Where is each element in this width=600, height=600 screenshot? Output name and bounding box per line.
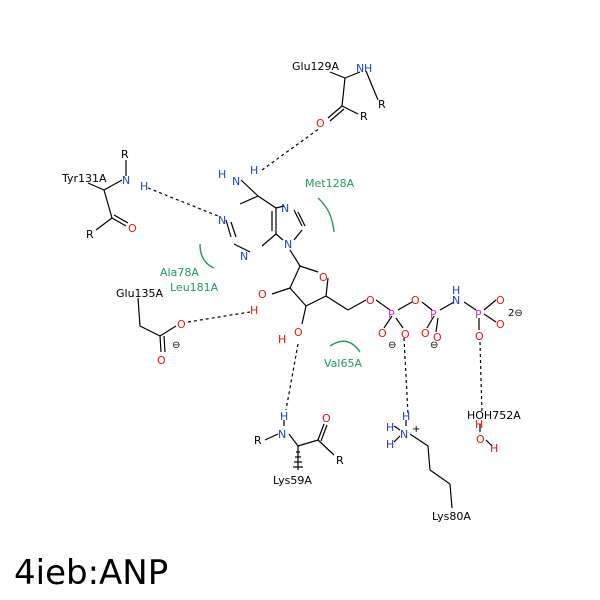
label-met128: Met128A (305, 177, 355, 190)
atom-p: P (475, 308, 482, 321)
label-tyr131: Tyr131A (61, 172, 107, 185)
atom-o: O (378, 327, 387, 340)
atom-o: O (258, 288, 267, 301)
atom-n: N (452, 294, 460, 307)
atom-o: O (411, 294, 420, 307)
atom-r: R (254, 434, 262, 447)
atom-o: O (322, 412, 331, 425)
charge-minus: ⊖ (388, 340, 396, 351)
hydrophobic-arcs (199, 197, 361, 353)
atom-n: N (122, 174, 130, 187)
atom-n: N (356, 62, 364, 75)
arc-val65 (329, 340, 361, 353)
atom-n: N (281, 202, 289, 215)
stereo-hashes (293, 451, 303, 468)
atom-r: R (378, 98, 386, 111)
hydrogen-bonds (147, 127, 483, 415)
label-glu129: Glu129A (292, 60, 340, 73)
atom-r: R (121, 148, 129, 161)
atom-o: O (319, 271, 328, 284)
atom-h: H (490, 442, 498, 455)
hbond-hoh752 (479, 341, 483, 415)
atom-o: O (366, 294, 375, 307)
atom-h: H (278, 333, 286, 346)
atom-r: R (86, 228, 94, 241)
atom-o: O (401, 328, 410, 341)
atom-o: O (294, 326, 303, 339)
hbond-tyr131 (147, 187, 219, 217)
atom-h: H (402, 410, 410, 423)
atom-h: H (250, 164, 258, 177)
hbond-lys80 (403, 337, 409, 415)
charge-two-minus: 2⊖ (508, 308, 523, 319)
atom-n: N (232, 175, 240, 188)
atom-n: N (240, 250, 248, 263)
atom-o: O (128, 222, 137, 235)
atom-n: N (278, 428, 286, 441)
atom-o: O (157, 354, 166, 367)
arc-met128 (317, 197, 335, 233)
atom-p: P (430, 308, 437, 321)
atom-h: H (218, 168, 226, 181)
atom-n: N (284, 238, 292, 251)
hbond-lys59 (285, 343, 299, 411)
hbond-glu135 (187, 311, 251, 323)
atom-labels: N H R R O R N H R O H N H N N N N O O H … (86, 62, 505, 467)
bonds (87, 70, 497, 509)
atom-h: H (364, 62, 372, 75)
atom-o: O (177, 318, 186, 331)
atom-h: H (280, 410, 288, 423)
page-title: 4ieb:ANP (14, 553, 168, 593)
label-lys80: Lys80A (432, 510, 471, 523)
label-lys59: Lys59A (273, 474, 312, 487)
charge-minus: ⊖ (430, 340, 438, 351)
residue-labels: Glu129A Tyr131A Met128A Ala78A Leu181A G… (61, 60, 521, 523)
atom-o: O (475, 330, 484, 343)
label-ala78: Ala78A (160, 266, 199, 279)
arc-ala78-leu181 (199, 243, 215, 269)
charge-minus: ⊖ (172, 340, 180, 351)
atom-p: P (388, 308, 395, 321)
label-leu181: Leu181A (170, 281, 219, 294)
atom-o: O (476, 433, 485, 446)
atom-h: H (140, 180, 148, 193)
atom-n: N (400, 428, 408, 441)
atom-o: O (433, 331, 442, 344)
atom-h: H (475, 418, 483, 431)
label-glu135: Glu135A (116, 287, 164, 300)
charges: ⊖ ⊖ ⊖ 2⊖ + (172, 308, 523, 435)
atom-h: H (452, 284, 460, 297)
atom-n: N (218, 214, 226, 227)
atom-r: R (360, 110, 368, 123)
hbond-glu129 (261, 127, 321, 171)
atom-o: O (421, 327, 430, 340)
atom-r: R (336, 454, 344, 467)
label-hoh752: HOH752A (467, 409, 521, 422)
atom-h: H (250, 304, 258, 317)
atom-h: H (386, 421, 394, 434)
charge-plus: + (412, 424, 420, 435)
atom-o: O (496, 318, 505, 331)
atom-o: O (496, 294, 505, 307)
label-val65: Val65A (324, 357, 362, 370)
atom-o: O (316, 117, 325, 130)
atom-h: H (386, 438, 394, 451)
